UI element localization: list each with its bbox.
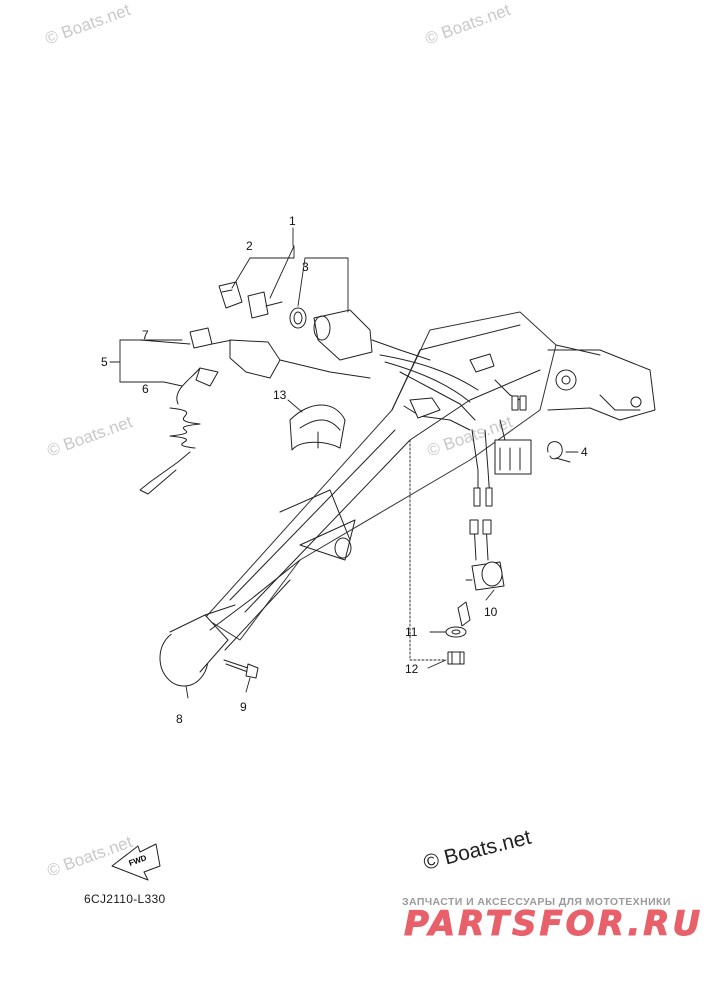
callout-13: 13: [273, 388, 287, 402]
ad-logo: PARTSFOR.RU: [403, 904, 704, 945]
tiller-handle: [204, 311, 656, 641]
callout-2: 2: [246, 239, 253, 253]
wire-harness: [379, 353, 532, 507]
callout-4: 4: [581, 445, 588, 459]
callout-9: 9: [240, 700, 247, 714]
callout-10: 10: [484, 605, 498, 619]
throttle-grip: [159, 559, 301, 687]
callout-1: 1: [289, 214, 296, 228]
callout-6: 6: [142, 382, 149, 396]
main-switch: [218, 281, 431, 361]
stop-switch: [139, 327, 371, 495]
leader-lines: [109, 227, 579, 699]
callout-11: 11: [405, 625, 418, 639]
callout-5: 5: [101, 355, 108, 369]
callout-7: 7: [142, 328, 149, 342]
screw: [223, 659, 259, 679]
ad-tagline: ЗАПЧАСТИ И АКСЕССУАРЫ ДЛЯ МОТОТЕХНИКИ: [402, 896, 671, 908]
bracket-and-bolt: [445, 601, 471, 665]
diagram-code: 6CJ2110-L330: [84, 892, 166, 906]
clamp: [547, 441, 571, 463]
buzzer: [465, 519, 505, 591]
callout-8: 8: [176, 712, 183, 726]
callout-3: 3: [302, 260, 309, 274]
callout-12: 12: [405, 662, 419, 676]
cover: [289, 404, 346, 451]
fwd-arrow: [111, 843, 161, 881]
